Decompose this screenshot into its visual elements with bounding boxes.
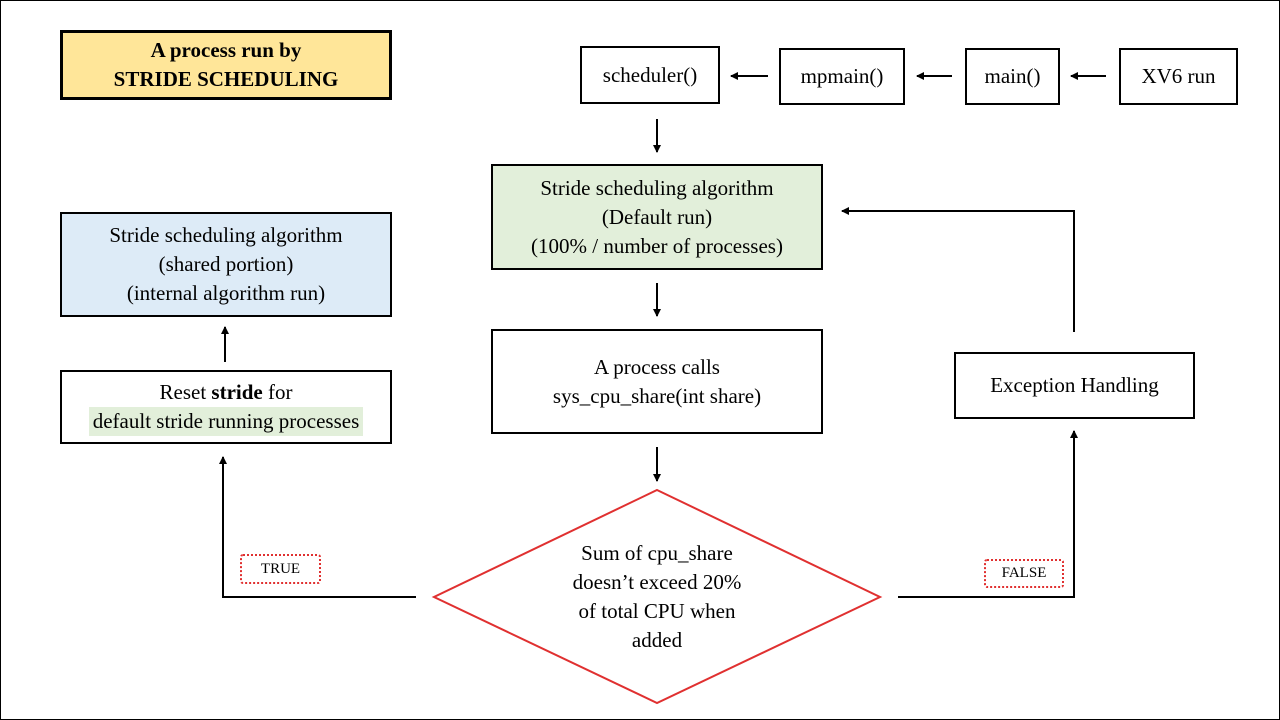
process-call-line-2: sys_cpu_share(int share) bbox=[552, 383, 762, 408]
true-label: TRUE bbox=[240, 554, 321, 584]
shared-algorithm-line-2: (shared portion) bbox=[158, 252, 294, 276]
decision-line-1: Sum of cpu_share bbox=[581, 541, 733, 565]
arrow-exception-to-default bbox=[841, 207, 1075, 332]
default-algorithm-line-2: (Default run) bbox=[601, 204, 713, 229]
reset-stride-box: Reset stride for default stride running … bbox=[60, 370, 392, 444]
scheduler-label: scheduler() bbox=[602, 62, 698, 87]
arrow-true-path bbox=[219, 456, 416, 598]
reset-stride-line-2: default stride running processes bbox=[88, 407, 364, 436]
reset-bold-stride: stride bbox=[211, 380, 263, 404]
exception-handling-box: Exception Handling bbox=[954, 352, 1195, 419]
default-algorithm-line-1: Stride scheduling algorithm bbox=[540, 175, 774, 200]
decision-line-2: doesn’t exceed 20% bbox=[572, 570, 742, 594]
title-line-2: STRIDE SCHEDULING bbox=[113, 67, 339, 91]
shared-algorithm-line-1: Stride scheduling algorithm bbox=[109, 223, 343, 247]
reset-suffix: for bbox=[262, 380, 293, 404]
xv6-run-label: XV6 run bbox=[1141, 64, 1216, 88]
mpmain-label: mpmain() bbox=[800, 64, 884, 88]
exception-handling-label: Exception Handling bbox=[990, 373, 1159, 397]
xv6-run-box: XV6 run bbox=[1119, 48, 1238, 105]
true-label-text: TRUE bbox=[260, 560, 301, 577]
process-call-line-1: A process calls bbox=[594, 354, 720, 379]
main-box: main() bbox=[965, 48, 1060, 105]
title-line-1: A process run by bbox=[150, 38, 302, 62]
false-label: FALSE bbox=[984, 559, 1064, 588]
decision-line-4: added bbox=[631, 628, 683, 652]
default-algorithm-line-3: (100% / number of processes) bbox=[531, 233, 783, 258]
process-call-box: A process calls sys_cpu_share(int share) bbox=[491, 329, 823, 434]
scheduler-box: scheduler() bbox=[580, 46, 720, 104]
decision-diamond bbox=[431, 488, 883, 705]
main-label: main() bbox=[984, 64, 1041, 88]
decision-line-3: of total CPU when bbox=[578, 599, 736, 623]
title-box: A process run by STRIDE SCHEDULING bbox=[60, 30, 392, 100]
arrow-false-path bbox=[898, 430, 1078, 598]
default-algorithm-box: Stride scheduling algorithm (Default run… bbox=[491, 164, 823, 270]
shared-algorithm-line-3: (internal algorithm run) bbox=[126, 281, 326, 305]
false-label-text: FALSE bbox=[1001, 565, 1047, 581]
decision-text: Sum of cpu_share doesn’t exceed 20% of t… bbox=[537, 539, 777, 655]
mpmain-box: mpmain() bbox=[779, 48, 905, 105]
reset-stride-line-1: Reset stride for bbox=[160, 378, 293, 407]
reset-prefix: Reset bbox=[159, 380, 212, 404]
shared-algorithm-box: Stride scheduling algorithm (shared port… bbox=[60, 212, 392, 317]
